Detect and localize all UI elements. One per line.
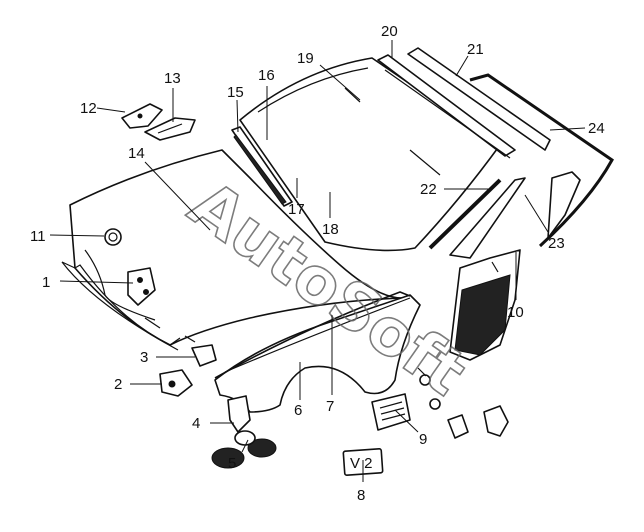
part-23-pillar-trim <box>449 171 581 259</box>
part-19-windscreen <box>239 57 501 252</box>
callout-3: 3 <box>140 349 148 366</box>
callout-15: 15 <box>227 84 244 101</box>
callout-22: 22 <box>420 181 437 198</box>
callout-9: 9 <box>419 431 427 448</box>
callout-14: 14 <box>128 145 145 162</box>
callout-19: 19 <box>297 50 314 67</box>
part-3-catch <box>184 335 217 367</box>
callout-7: 7 <box>326 398 334 415</box>
callout-20: 20 <box>381 23 398 40</box>
misc-small-parts <box>417 367 509 439</box>
part-10-inner-panel <box>449 249 521 361</box>
part-5-pads <box>211 430 277 469</box>
callout-12: 12 <box>80 100 97 117</box>
part-6-front-wing <box>214 294 421 413</box>
callout-5: 5 <box>228 455 236 472</box>
callout-24: 24 <box>588 120 605 137</box>
part-1-hinge <box>127 267 156 306</box>
part-13-hinge <box>144 117 196 141</box>
callout-8: 8 <box>357 487 365 504</box>
callout-13: 13 <box>164 70 181 87</box>
callout-21: 21 <box>467 41 484 58</box>
part-11-emblem <box>104 228 122 246</box>
part-20-moulding <box>377 54 516 159</box>
part-7-seal-strip <box>214 291 411 379</box>
callout-6: 6 <box>294 402 302 419</box>
part-9-vent <box>371 393 411 431</box>
part-12-bracket <box>121 103 163 129</box>
callout-10: 10 <box>507 304 524 321</box>
part-15-wiper-arm <box>231 126 293 207</box>
callout-11: 11 <box>30 228 46 245</box>
callout-2: 2 <box>114 376 122 393</box>
part-2-lock <box>159 369 193 397</box>
callout-16: 16 <box>258 67 275 84</box>
callout-23: 23 <box>548 235 565 252</box>
callout-1: 1 <box>42 274 50 291</box>
callout-17: 17 <box>288 201 305 218</box>
part-22-strip <box>428 178 502 250</box>
hood-stay-rod <box>144 317 161 329</box>
leader-lines <box>49 40 586 482</box>
plate-text: V 2 <box>350 455 373 472</box>
callout-numbers: 1 2 3 4 5 6 7 8 9 10 11 12 13 14 15 16 1… <box>30 23 605 504</box>
part-4-bracket <box>227 395 251 433</box>
callout-4: 4 <box>192 415 200 432</box>
callout-18: 18 <box>322 221 339 238</box>
part-21-moulding <box>407 47 551 151</box>
part-24-seal <box>469 73 614 248</box>
